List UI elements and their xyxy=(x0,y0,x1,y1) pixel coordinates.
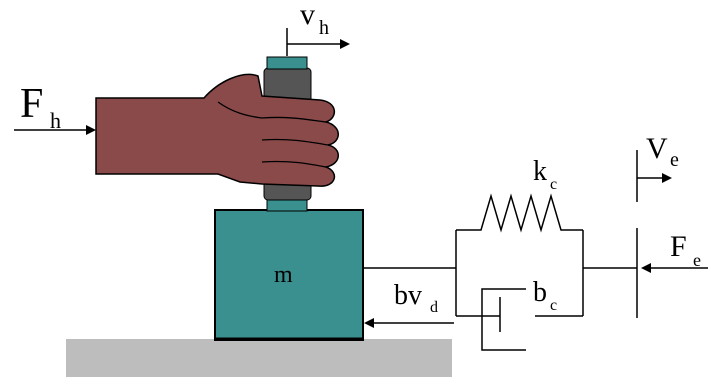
damper-label-sub: c xyxy=(550,297,557,314)
vh-arrowhead xyxy=(340,39,350,49)
bvd-label-sub: d xyxy=(430,299,438,316)
vh-label-sub: h xyxy=(319,17,329,39)
mass-block xyxy=(214,209,364,341)
damper-label-b: b xyxy=(533,277,547,308)
bvd-label-bv: bv xyxy=(394,280,422,311)
ground-plate xyxy=(66,339,452,377)
spring-label-k: k xyxy=(533,156,547,187)
damper xyxy=(456,288,583,351)
fe-label-sub: e xyxy=(693,250,701,270)
bvd-arrowhead xyxy=(364,318,374,328)
ve-label-v: V xyxy=(646,132,668,165)
fe-arrowhead xyxy=(641,263,651,273)
fh-arrowhead xyxy=(86,125,96,135)
ve-arrowhead xyxy=(662,173,672,183)
fh-label-sub: h xyxy=(50,108,61,133)
ve-label-sub: e xyxy=(670,149,679,171)
fh-label-f: F xyxy=(20,81,43,127)
spring xyxy=(456,193,583,233)
hand-icon xyxy=(95,73,339,187)
vh-label-v: v xyxy=(300,0,315,31)
spring-label-sub: c xyxy=(550,176,557,193)
mass-label: m xyxy=(274,262,293,288)
handle-stem-top xyxy=(266,56,308,70)
fe-label-f: F xyxy=(670,230,687,263)
